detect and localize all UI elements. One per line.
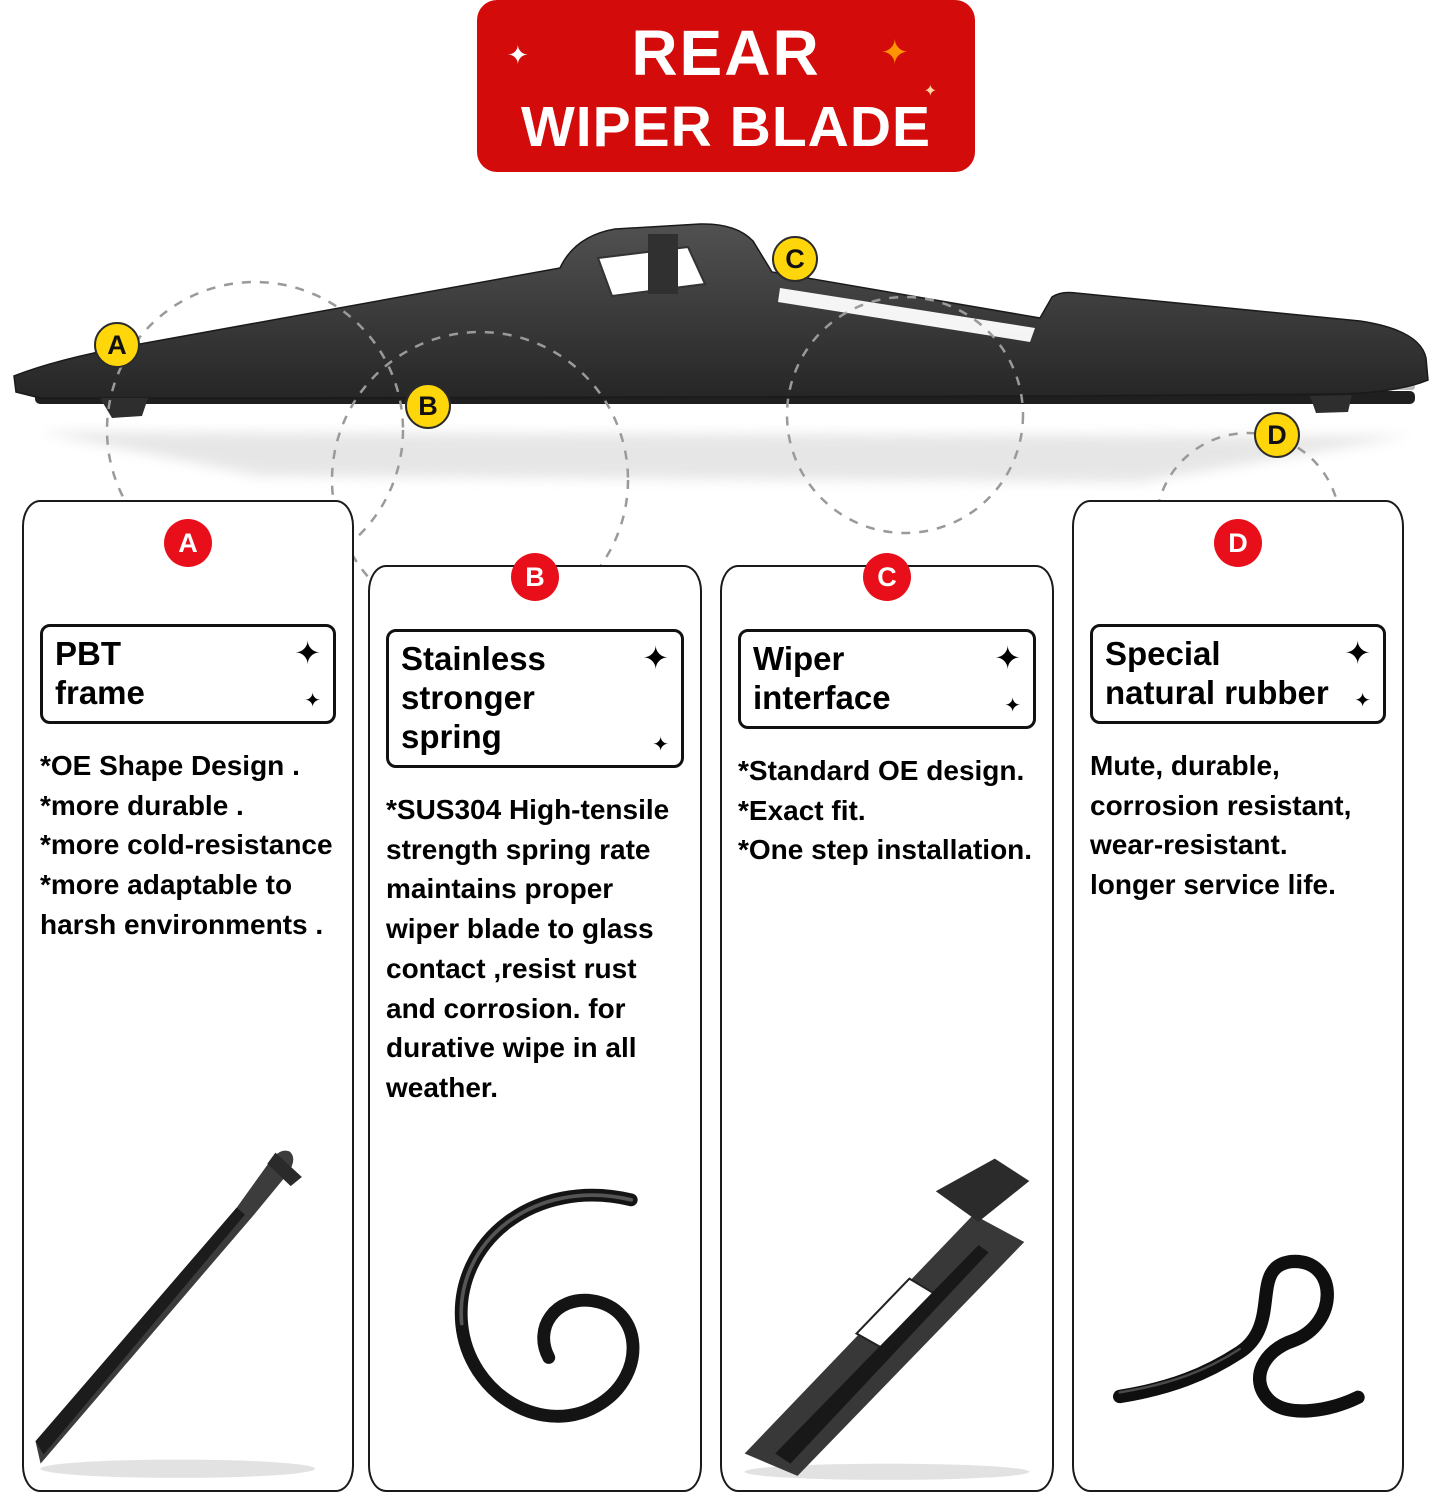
marker-c-label: C [785, 243, 805, 274]
banner-title-line1: REAR [631, 17, 821, 89]
sparkle-icon: ✦ [304, 689, 321, 712]
marker-d-icon: D [1254, 412, 1300, 458]
panel-title: PBT frame [55, 635, 145, 711]
banner: ✦ ✦ ✦ REAR WIPER BLADE [477, 0, 975, 172]
arm-gap [778, 288, 1035, 342]
pbt-frame-photo [32, 1118, 344, 1484]
panel-badge-b: B [511, 553, 559, 601]
feature-panel-b: B Stainless stronger spring ✦ ✦ *SUS304 … [368, 553, 702, 1492]
marker-d-label: D [1267, 419, 1287, 450]
spring-strip-photo [378, 1154, 692, 1484]
panel-description: Mute, durable, corrosion resistant, wear… [1090, 749, 1352, 901]
marker-a-icon: A [94, 322, 140, 368]
panel-description: *Standard OE design. *Exact fit. *One st… [738, 754, 1033, 866]
callout-circle-b [330, 330, 630, 630]
rubber-strip-photo [1082, 1184, 1394, 1484]
panel-badge-a: A [164, 519, 212, 567]
blade-reflection [40, 432, 1410, 482]
marker-b-label: B [418, 390, 438, 421]
panel-badge-d: D [1214, 519, 1262, 567]
wiper-interface-photo [730, 1118, 1044, 1484]
sparkle-icons: ✦ ✦ [992, 640, 1023, 718]
sparkle-icon: ✦ [652, 733, 669, 756]
panel-title-box: Wiper interface ✦ ✦ [738, 629, 1036, 729]
panel-description: *SUS304 High-tensile strength spring rat… [386, 793, 670, 1104]
wiper-blade-illustration [13, 223, 1429, 630]
marker-b-icon: B [405, 383, 451, 429]
sparkle-icons: ✦ ✦ [1342, 635, 1373, 713]
sparkle-icons: ✦ ✦ [292, 635, 323, 713]
marker-a-label: A [107, 329, 127, 360]
callout-circle-c [785, 295, 1025, 535]
sparkle-icon: ✦ [294, 635, 321, 671]
left-clip [100, 398, 148, 418]
panel-description: *OE Shape Design . *more durable . *more… [40, 749, 333, 940]
feature-panel-c: C Wiper interface ✦ ✦ *Standard OE desig… [720, 553, 1054, 1492]
sparkle-icon: ✦ [994, 640, 1021, 676]
feature-panel-a: A PBT frame ✦ ✦ *OE Shape Design . *more… [22, 500, 354, 1492]
callout-circle-a [105, 280, 405, 580]
sparkle-icon: ✦ [642, 640, 669, 676]
sparkle-icon: ✦ [880, 34, 910, 72]
panel-title-box: Stainless stronger spring ✦ ✦ [386, 629, 684, 768]
panel-title: Stainless stronger spring [401, 640, 546, 755]
panel-title-box: PBT frame ✦ ✦ [40, 624, 336, 724]
sparkle-icons: ✦ ✦ [640, 640, 671, 757]
panel-badge-c: C [863, 553, 911, 601]
panel-title: Special natural rubber [1105, 635, 1329, 711]
sparkle-icon: ✦ [507, 40, 529, 70]
panel-title-box: Special natural rubber ✦ ✦ [1090, 624, 1386, 724]
marker-c-icon: C [772, 236, 818, 282]
blade-body [13, 223, 1429, 399]
right-clip [1310, 395, 1352, 413]
panel-title: Wiper interface [753, 640, 891, 716]
sparkle-icon: ✦ [1344, 635, 1371, 671]
mount-pin [648, 234, 678, 294]
sparkle-icon: ✦ [1004, 694, 1021, 717]
feature-panel-d: D Special natural rubber ✦ ✦ Mute, durab… [1072, 500, 1404, 1492]
banner-title-line2: WIPER BLADE [521, 95, 931, 159]
sparkle-icon: ✦ [923, 83, 937, 100]
sparkle-icon: ✦ [1354, 689, 1371, 712]
